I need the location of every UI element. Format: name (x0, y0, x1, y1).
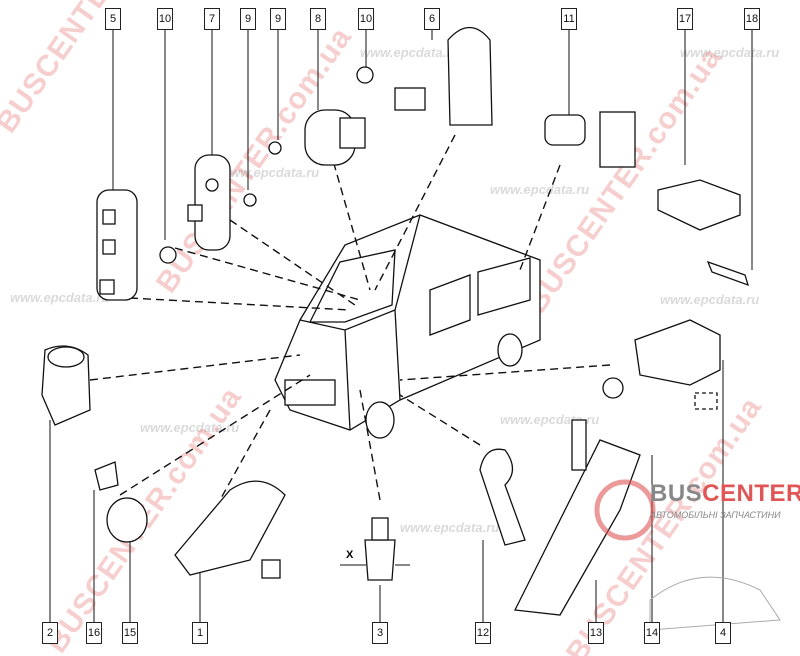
part-6-lens (447, 26, 493, 126)
callout-14: 14 (644, 622, 660, 644)
callout-3: 3 (372, 622, 388, 644)
callout-7: 7 (204, 8, 220, 30)
part-1-switch (174, 480, 286, 576)
watermark-site: www.epcdata.ru (490, 182, 590, 197)
part-15-bulb-holder (106, 497, 148, 543)
van-outline (274, 214, 541, 439)
watermark-site: www.epcdata.ru (140, 420, 240, 435)
part-9-screw (243, 193, 257, 207)
part-4-brake-switch (634, 319, 721, 386)
callout-1: 1 (192, 622, 208, 644)
part-16-clip (94, 461, 119, 491)
watermark-site: www.epcdata.ru (220, 165, 320, 180)
callout-4: 4 (715, 622, 731, 644)
callout-8: 8 (310, 8, 326, 30)
watermark-site: www.epcdata.ru (680, 45, 780, 60)
part-17-connector (657, 179, 741, 231)
part-3-door-switch (364, 539, 396, 581)
part-12-lamp (479, 448, 526, 546)
callout-13: 13 (588, 622, 604, 644)
callout-9b: 9 (270, 8, 286, 30)
callout-2: 2 (42, 622, 58, 644)
callout-15: 15 (122, 622, 138, 644)
callout-5: 5 (105, 8, 121, 30)
callout-18: 18 (744, 8, 760, 30)
watermark-site: www.epcdata.ru (360, 45, 460, 60)
logo-subtitle: АВТОМОБІЛЬНІ ЗАПЧАСТИНИ (650, 510, 781, 520)
logo-emblem-icon (594, 479, 656, 541)
part-10-clip (356, 66, 374, 84)
callout-12: 12 (475, 622, 491, 644)
part-9-screw (268, 141, 282, 155)
part-18-terminal (706, 260, 749, 287)
dimension-label: X (346, 549, 354, 561)
part-7-switch (194, 154, 231, 251)
part-14-screw (571, 419, 587, 471)
callout-9: 9 (240, 8, 256, 30)
callout-17: 17 (677, 8, 693, 30)
buscenter-logo: BUSCENTER АВТОМОБІЛЬНІ ЗАПЧАСТИНИ (610, 480, 800, 520)
callout-16: 16 (86, 622, 102, 644)
callout-10: 10 (157, 8, 173, 30)
logo-title-bus: BUS (650, 480, 703, 507)
watermark-site: www.epcdata.ru (660, 292, 760, 307)
part-10-clip (159, 246, 177, 264)
callout-10b: 10 (358, 8, 374, 30)
watermark-site: www.epcdata.ru (400, 520, 500, 535)
watermark-site: www.epcdata.ru (10, 290, 110, 305)
logo-title-center: CENTER (702, 480, 800, 507)
callout-11: 11 (561, 8, 577, 30)
callout-6: 6 (424, 8, 440, 30)
